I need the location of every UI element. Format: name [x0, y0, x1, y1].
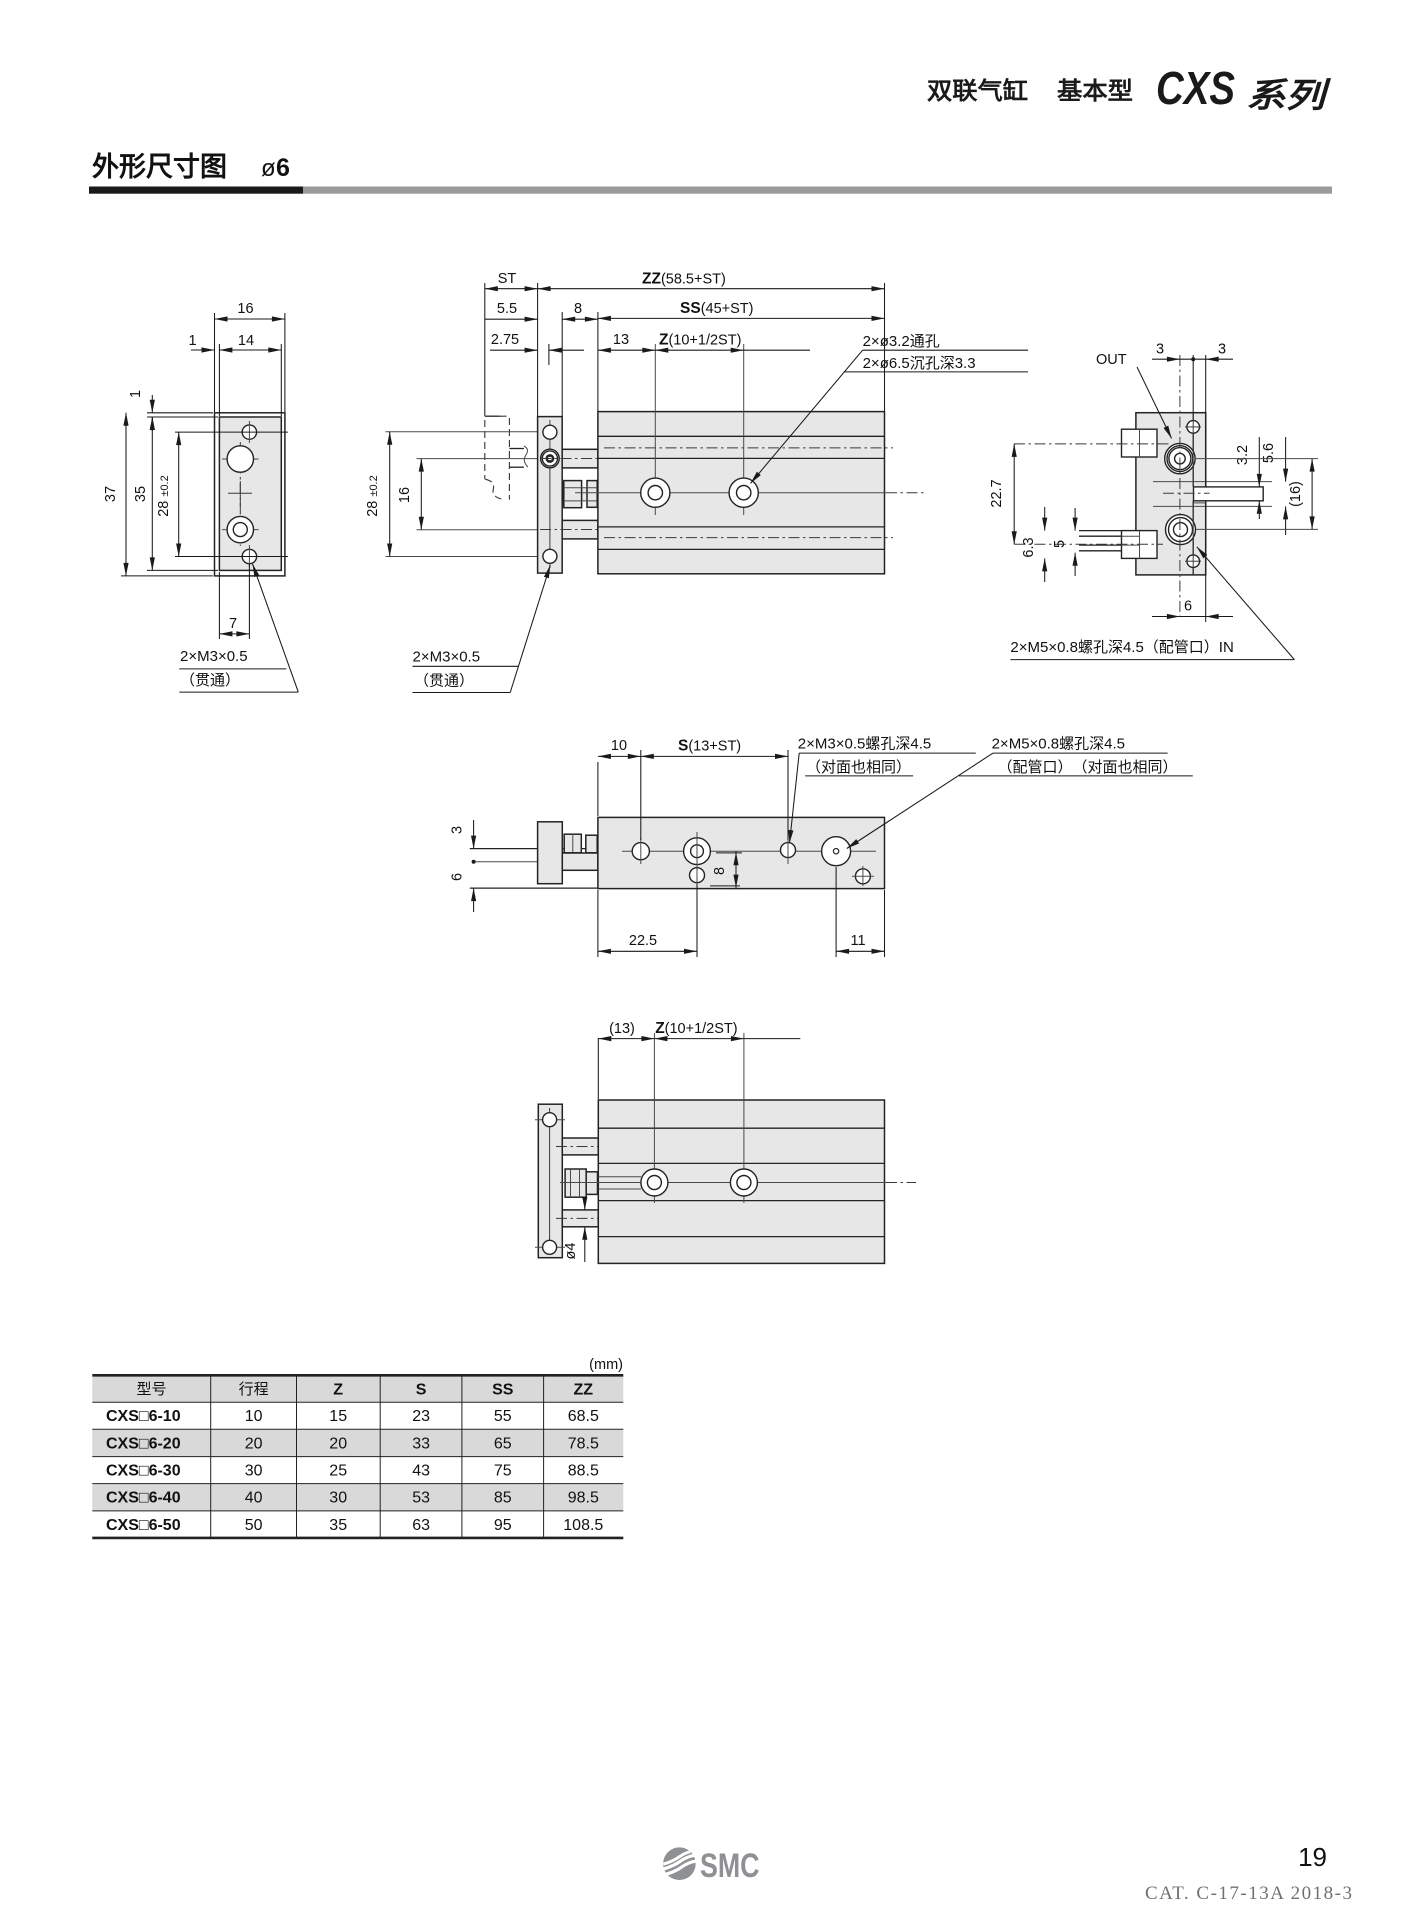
svg-text:30: 30 — [329, 1490, 347, 1507]
svg-text:20: 20 — [245, 1435, 263, 1452]
svg-text:10: 10 — [611, 738, 627, 754]
svg-text:（对面也相同）: （对面也相同） — [806, 759, 911, 776]
svg-text:ø4: ø4 — [563, 1243, 579, 1260]
svg-text:ZZ: ZZ — [574, 1382, 594, 1399]
svg-text:20: 20 — [329, 1435, 347, 1452]
svg-text:CXS□6-30: CXS□6-30 — [106, 1463, 181, 1480]
svg-text:28 ±0.2: 28 ±0.2 — [365, 475, 381, 517]
svg-text:ø: ø — [261, 155, 276, 182]
svg-text:22.7: 22.7 — [989, 479, 1005, 507]
svg-text:3: 3 — [1156, 342, 1164, 358]
svg-text:25: 25 — [329, 1463, 347, 1480]
svg-text:55: 55 — [494, 1408, 512, 1425]
svg-text:15: 15 — [329, 1408, 347, 1425]
svg-text:(mm): (mm) — [589, 1357, 623, 1373]
svg-text:CXS□6-50: CXS□6-50 — [106, 1517, 181, 1534]
svg-text:30: 30 — [245, 1463, 263, 1480]
svg-text:22.5: 22.5 — [629, 933, 657, 949]
svg-text:6: 6 — [450, 873, 466, 881]
svg-text:108.5: 108.5 — [563, 1517, 603, 1534]
svg-text:78.5: 78.5 — [568, 1435, 599, 1452]
svg-text:1: 1 — [188, 333, 196, 349]
svg-text:(13): (13) — [609, 1021, 635, 1037]
svg-text:(16): (16) — [1288, 481, 1304, 507]
svg-text:13: 13 — [613, 332, 629, 348]
svg-text:3: 3 — [450, 826, 466, 834]
svg-text:23: 23 — [412, 1408, 430, 1425]
svg-text:5: 5 — [1052, 540, 1068, 548]
svg-text:S(13+ST): S(13+ST) — [678, 738, 741, 755]
svg-text:CAT. C-17-13A 2018-3: CAT. C-17-13A 2018-3 — [1145, 1883, 1354, 1904]
svg-text:33: 33 — [412, 1435, 430, 1452]
svg-text:ST: ST — [498, 271, 517, 287]
svg-text:双联气缸: 双联气缸 — [927, 77, 1028, 105]
svg-text:基本型: 基本型 — [1057, 78, 1133, 105]
svg-text:6.3: 6.3 — [1021, 537, 1037, 557]
svg-text:43: 43 — [412, 1463, 430, 1480]
svg-text:（贯通）: （贯通） — [180, 672, 240, 689]
svg-text:28 ±0.2: 28 ±0.2 — [156, 475, 172, 517]
svg-text:CXS□6-10: CXS□6-10 — [106, 1408, 181, 1425]
svg-text:型号: 型号 — [136, 1381, 166, 1398]
svg-text:68.5: 68.5 — [568, 1408, 599, 1425]
svg-text:63: 63 — [412, 1517, 430, 1534]
svg-text:11: 11 — [850, 933, 865, 949]
svg-text:5.5: 5.5 — [497, 301, 517, 317]
svg-text:10: 10 — [245, 1408, 263, 1425]
svg-text:37: 37 — [103, 486, 119, 502]
svg-text:Z: Z — [333, 1382, 343, 1399]
svg-text:Z(10+1/2ST): Z(10+1/2ST) — [655, 1020, 737, 1037]
svg-text:2×M5×0.8螺孔深4.5（配管口）IN: 2×M5×0.8螺孔深4.5（配管口）IN — [1010, 639, 1233, 656]
svg-text:行程: 行程 — [239, 1381, 269, 1398]
svg-text:85: 85 — [494, 1490, 512, 1507]
svg-text:ZZ(58.5+ST): ZZ(58.5+ST) — [642, 271, 726, 288]
svg-text:SS: SS — [492, 1382, 514, 1399]
svg-text:Z(10+1/2ST): Z(10+1/2ST) — [659, 332, 741, 349]
svg-text:CXS□6-20: CXS□6-20 — [106, 1435, 181, 1452]
svg-text:65: 65 — [494, 1435, 512, 1452]
svg-text:CXS: CXS — [1156, 62, 1235, 114]
svg-text:14: 14 — [238, 333, 254, 349]
svg-text:系列: 系列 — [1246, 77, 1332, 115]
svg-text:S: S — [416, 1382, 427, 1399]
svg-text:（配管口） （对面也相同）: （配管口） （对面也相同） — [998, 759, 1178, 776]
svg-text:（贯通）: （贯通） — [414, 673, 474, 690]
svg-text:19: 19 — [1298, 1842, 1327, 1872]
svg-text:98.5: 98.5 — [568, 1490, 599, 1507]
svg-text:SMC: SMC — [700, 1847, 760, 1885]
svg-text:2×ø6.5沉孔深3.3: 2×ø6.5沉孔深3.3 — [863, 355, 976, 372]
svg-text:75: 75 — [494, 1463, 512, 1480]
svg-text:16: 16 — [237, 301, 253, 317]
svg-text:外形尺寸图: 外形尺寸图 — [92, 152, 227, 182]
svg-text:50: 50 — [245, 1517, 263, 1534]
svg-text:35: 35 — [133, 486, 149, 502]
svg-text:3.2: 3.2 — [1235, 445, 1251, 465]
svg-text:16: 16 — [397, 487, 413, 503]
svg-text:OUT: OUT — [1096, 352, 1127, 368]
svg-text:2×M3×0.5: 2×M3×0.5 — [413, 649, 481, 666]
svg-text:2.75: 2.75 — [491, 332, 519, 348]
svg-text:6: 6 — [1184, 599, 1192, 615]
svg-text:2×M3×0.5: 2×M3×0.5 — [180, 648, 248, 665]
svg-text:2×ø3.2通孔: 2×ø3.2通孔 — [863, 333, 940, 350]
svg-text:CXS□6-40: CXS□6-40 — [106, 1490, 181, 1507]
svg-text:7: 7 — [229, 616, 237, 632]
svg-text:95: 95 — [494, 1517, 512, 1534]
svg-text:5.6: 5.6 — [1261, 443, 1277, 463]
svg-text:1: 1 — [128, 390, 144, 398]
svg-text:88.5: 88.5 — [568, 1463, 599, 1480]
svg-text:2×M5×0.8螺孔深4.5: 2×M5×0.8螺孔深4.5 — [992, 736, 1125, 753]
svg-text:8: 8 — [574, 301, 582, 317]
svg-text:3: 3 — [1218, 342, 1226, 358]
svg-text:2×M3×0.5螺孔深4.5: 2×M3×0.5螺孔深4.5 — [798, 736, 931, 753]
svg-text:SS(45+ST): SS(45+ST) — [680, 300, 753, 317]
svg-text:8: 8 — [712, 867, 728, 875]
svg-text:6: 6 — [276, 154, 290, 182]
svg-text:35: 35 — [329, 1517, 347, 1534]
svg-text:53: 53 — [412, 1490, 430, 1507]
svg-text:40: 40 — [245, 1490, 263, 1507]
